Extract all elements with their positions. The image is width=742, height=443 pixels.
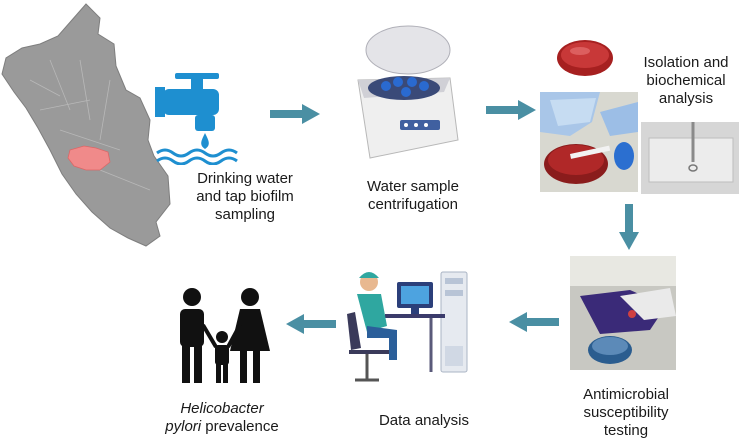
arrow-left-icon [286, 314, 336, 334]
step-label-centrifugation: Water sample centrifugation [367, 178, 459, 213]
arrow-right-icon [270, 104, 320, 124]
glass-slide-photo [641, 122, 739, 194]
petri-dish-icon [556, 36, 614, 78]
step-label-sampling: Drinking water and tap biofilm sampling [196, 170, 294, 223]
lab-handling-photo [540, 92, 638, 192]
arrow-down-icon [619, 204, 639, 250]
arrow-right-icon [486, 100, 536, 120]
step-label-prevalence: Helicobacter pylori prevalence [160, 400, 284, 436]
prevalence-line: pylori prevalence [165, 418, 279, 435]
susceptibility-testing-photo [570, 256, 676, 370]
water-tap-icon [155, 65, 255, 165]
peru-map-icon [0, 0, 175, 250]
step-label-susceptibility: Antimicrobial susceptibility testing [583, 386, 669, 439]
centrifuge-icon [340, 20, 480, 170]
organism-species: pylori [165, 418, 202, 435]
family-icon [170, 285, 274, 385]
data-analyst-icon [345, 268, 485, 394]
arrow-left-icon [509, 312, 559, 332]
step-label-data-analysis: Data analysis [378, 412, 470, 429]
step-label-isolation: Isolation and biochemical analysis [643, 54, 729, 107]
organism-genus: Helicobacter [180, 400, 264, 417]
